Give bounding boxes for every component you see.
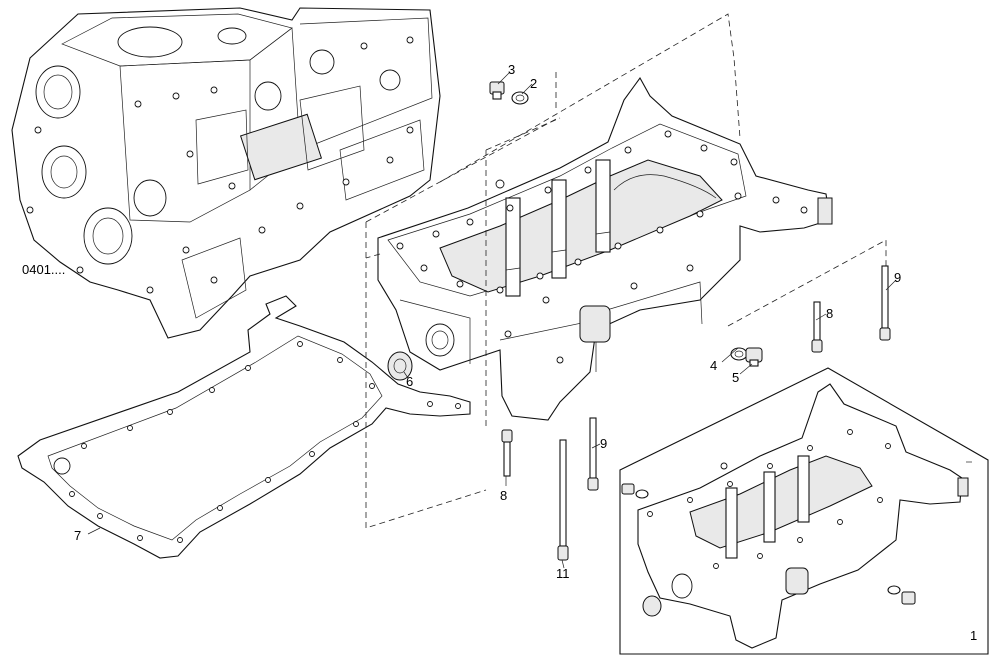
oil-pan-main bbox=[377, 76, 833, 421]
bolt-11 bbox=[557, 439, 569, 561]
leader-lines bbox=[87, 71, 972, 569]
callout-11: 11 bbox=[556, 566, 570, 581]
plug-6 bbox=[387, 351, 413, 381]
bolt-9-right bbox=[879, 265, 891, 341]
callout-6: 6 bbox=[406, 374, 413, 389]
drain-plug-3 bbox=[489, 81, 505, 100]
callout-2: 2 bbox=[530, 76, 537, 91]
bolt-8-lower bbox=[501, 429, 513, 477]
callout-3: 3 bbox=[508, 62, 515, 77]
washer-4 bbox=[730, 347, 748, 361]
callout-7: 7 bbox=[74, 528, 81, 543]
engine-block bbox=[11, 7, 441, 339]
callout-9-lower: 9 bbox=[600, 436, 607, 451]
bolt-9-lower bbox=[587, 417, 599, 491]
callout-8-lower: 8 bbox=[500, 488, 507, 503]
drain-plug-5 bbox=[745, 347, 763, 367]
callout-4: 4 bbox=[710, 358, 717, 373]
callout-5: 5 bbox=[732, 370, 739, 385]
reference-label: 0401.... bbox=[22, 262, 65, 277]
oil-pan-gasket bbox=[17, 295, 471, 559]
bolt-8-right bbox=[811, 301, 823, 353]
callout-9-right: 9 bbox=[894, 270, 901, 285]
assembly-inset bbox=[619, 367, 989, 655]
alignment-lines bbox=[365, 13, 887, 529]
callout-8-right: 8 bbox=[826, 306, 833, 321]
callout-1: 1 bbox=[970, 628, 977, 643]
washer-2 bbox=[511, 91, 529, 105]
